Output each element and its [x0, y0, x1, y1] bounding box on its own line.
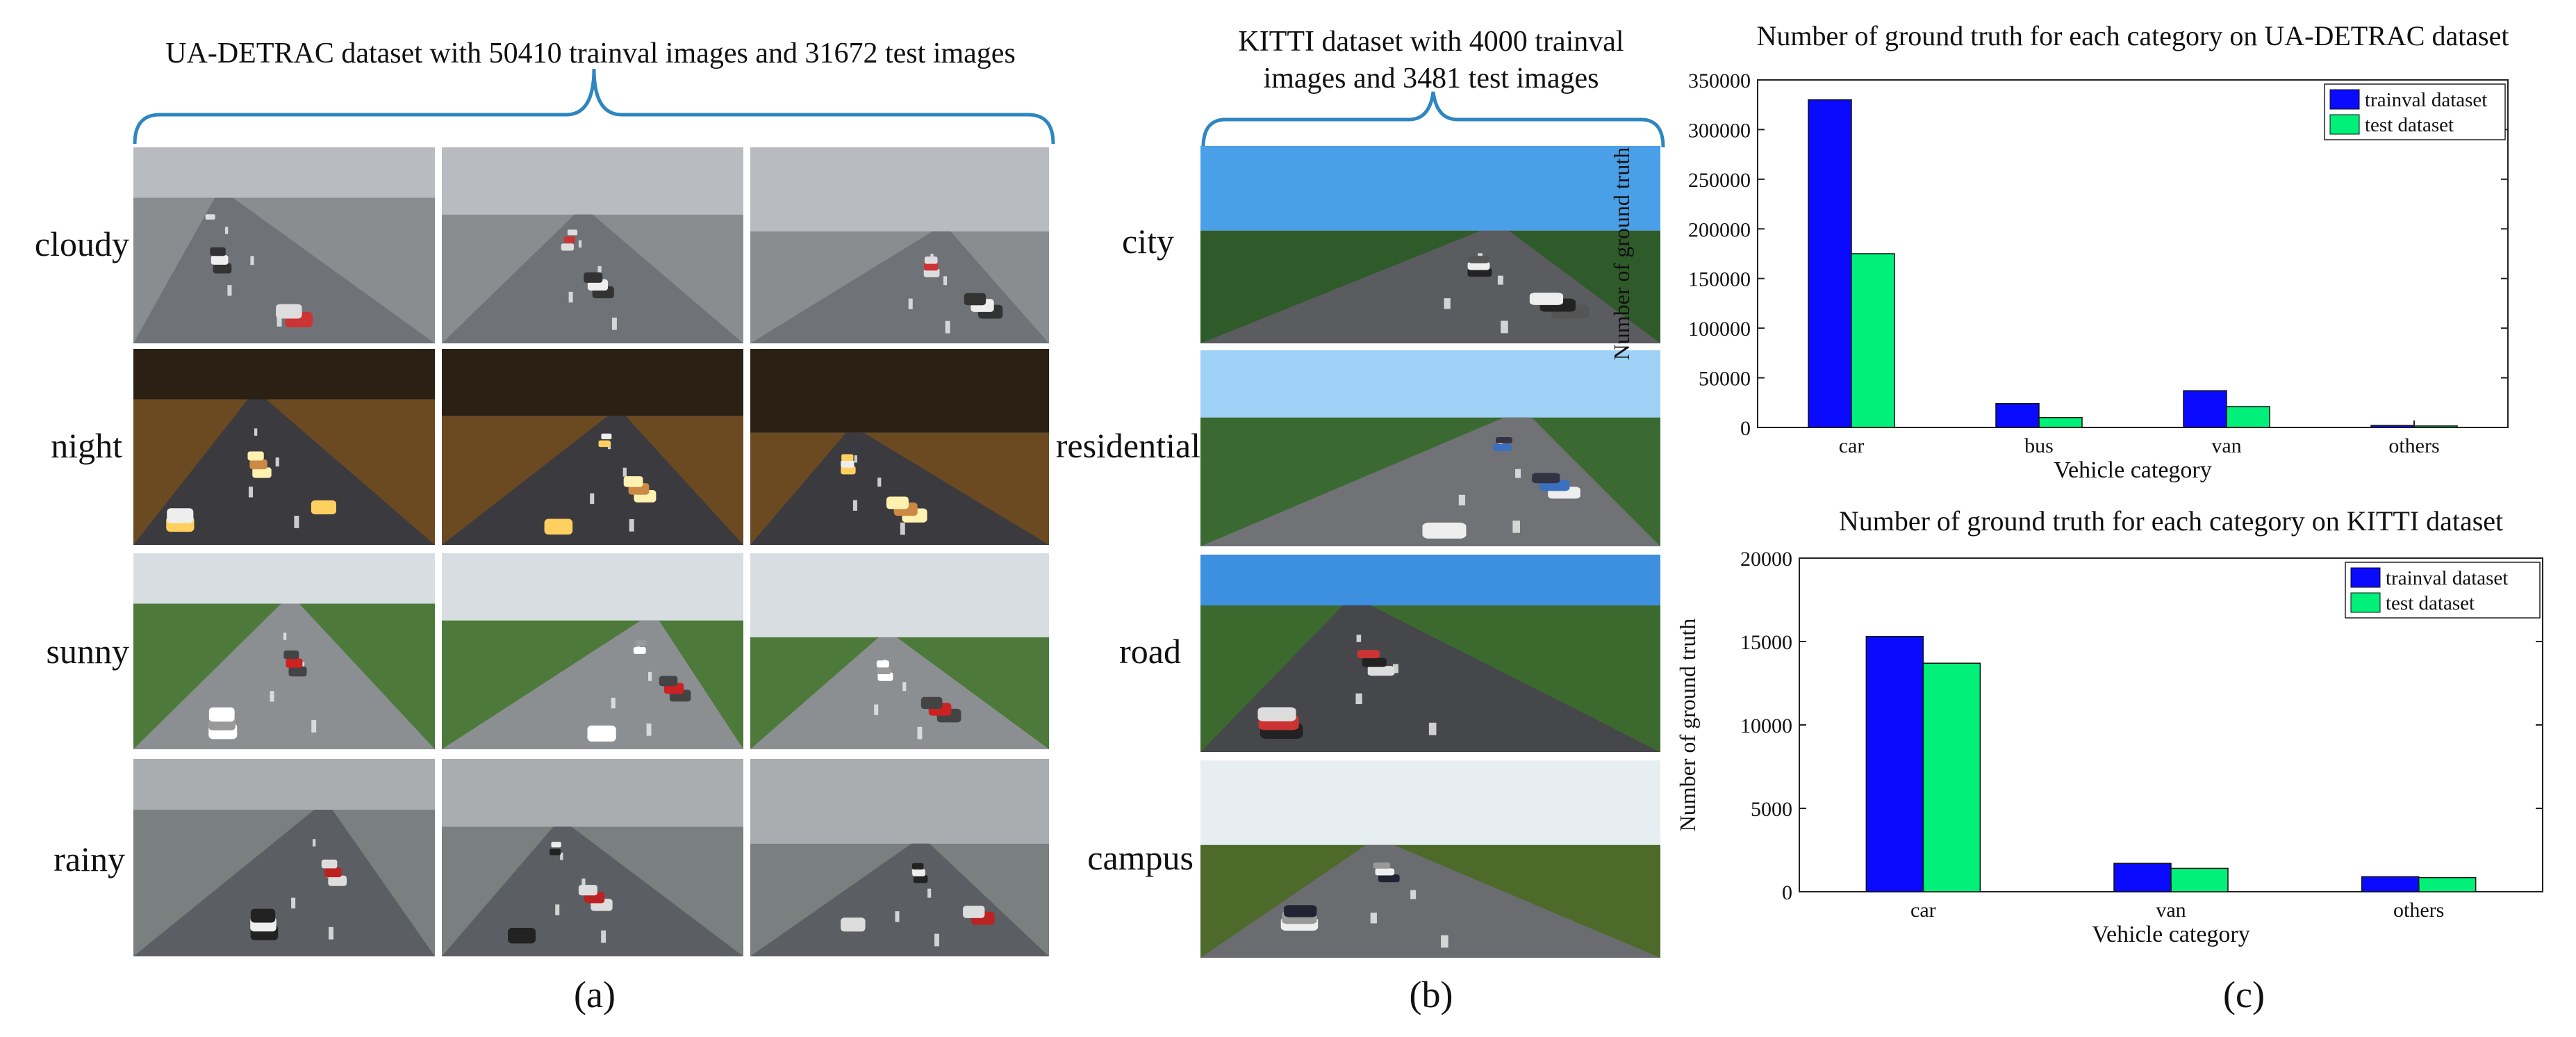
panel-a-title: UA-DETRAC dataset with 50410 trainval im…: [165, 38, 1016, 70]
row-label-night: night: [51, 426, 122, 465]
ua-detrac-bar-van-trainval: [2183, 390, 2227, 428]
ua-detrac-bar-bus-trainval: [1995, 402, 2040, 428]
kitti-ytick-label: 20000: [1740, 548, 1792, 571]
ua-detrac-xtick-label-others: others: [2388, 434, 2439, 457]
row-label-rainy: rainy: [53, 840, 125, 879]
photo-sunny-3: [750, 553, 1049, 749]
kitti-bar-others-test: [2418, 876, 2477, 892]
kitti-xlabel: Vehicle category: [2092, 922, 2250, 947]
ua-detrac-bar-bus-test: [2038, 416, 2083, 428]
photo-city: [1200, 146, 1660, 343]
ua-detrac-plot-frame: [1757, 79, 2509, 428]
panel-b-title-line2: images and 3481 test images: [1263, 63, 1599, 95]
ua-detrac-ytick-label: 0: [1740, 417, 1751, 440]
ua-detrac-bar-others-trainval: [2370, 425, 2415, 428]
row-label-campus: campus: [1087, 838, 1194, 877]
kitti-bar-car-test: [1922, 662, 1981, 892]
kitti-xtick-label-others: others: [2393, 899, 2444, 922]
kitti-ytick-label: 15000: [1740, 631, 1792, 654]
ua-detrac-ytick-label: 50000: [1699, 368, 1751, 391]
ua-detrac-xtick-label-car: car: [1839, 434, 1865, 457]
kitti-legend: [2345, 562, 2541, 619]
panel-a-caption: (a): [574, 974, 616, 1015]
row-label-sunny: sunny: [46, 632, 129, 671]
ua-detrac-legend-swatch-test: [2329, 114, 2360, 135]
panel-c-caption: (c): [2223, 974, 2265, 1015]
kitti-chart: Number of ground truth for each category…: [1675, 505, 2543, 947]
kitti-legend-swatch-trainval: [2350, 567, 2381, 588]
kitti-ylabel: Number of ground truth: [1675, 619, 1700, 832]
kitti-legend-label-test: test dataset: [2386, 592, 2475, 614]
photo-sunny-1: [133, 553, 435, 749]
ua-detrac-bar-others-test: [2413, 425, 2458, 428]
ua-detrac-ytick-label: 250000: [1688, 169, 1751, 192]
kitti-bar-others-trainval: [2361, 876, 2420, 892]
kitti-ytick-label: 5000: [1751, 798, 1792, 821]
kitti-bar-van-test: [2170, 867, 2229, 892]
row-label-city: city: [1122, 222, 1174, 261]
kitti-bar-van-trainval: [2113, 863, 2172, 892]
ua-detrac-ytick-label: 200000: [1688, 218, 1751, 241]
ua-detrac-legend-label-trainval: trainval dataset: [2365, 89, 2487, 111]
ua-detrac-legend-label-test: test dataset: [2365, 114, 2454, 136]
photo-campus: [1200, 760, 1660, 958]
ua-detrac-ytick-label: 300000: [1688, 119, 1751, 142]
ua-detrac-bar-car-trainval: [1808, 99, 1852, 428]
ua-detrac-chart: Number of ground truth for each category…: [1609, 20, 2509, 483]
row-label-cloudy: cloudy: [34, 224, 129, 263]
photo-rainy-2: [442, 759, 743, 956]
photo-night-3: [750, 349, 1049, 545]
photo-cloudy-1: [133, 147, 435, 343]
photo-road: [1200, 555, 1660, 752]
row-label-residential: residential: [1055, 426, 1200, 465]
kitti-xtick-label-car: car: [1910, 899, 1936, 922]
ua-detrac-xlabel: Vehicle category: [2054, 457, 2212, 483]
kitti-title: Number of ground truth for each category…: [1839, 505, 2503, 537]
panel-b-caption: (b): [1409, 974, 1453, 1015]
photo-sunny-2: [442, 553, 743, 749]
kitti-legend-label-trainval: trainval dataset: [2386, 567, 2508, 589]
panel-a-bracket: [133, 68, 1055, 145]
kitti-bar-car-trainval: [1865, 636, 1924, 892]
photo-cloudy-3: [750, 147, 1049, 343]
panel-b-bracket: [1201, 91, 1665, 148]
kitti-ytick-label: 10000: [1740, 715, 1792, 737]
kitti-legend-swatch-test: [2350, 592, 2381, 613]
ua-detrac-ytick-label: 100000: [1688, 318, 1751, 341]
photo-rainy-3: [750, 759, 1049, 956]
photo-residential: [1200, 350, 1660, 546]
ua-detrac-bar-car-test: [1851, 253, 1895, 428]
ua-detrac-xtick-label-bus: bus: [2024, 434, 2054, 457]
row-label-road: road: [1119, 632, 1181, 671]
photo-night-2: [442, 349, 743, 545]
ua-detrac-ytick-label: 350000: [1688, 70, 1751, 92]
photo-cloudy-2: [442, 147, 743, 343]
ua-detrac-xtick-label-van: van: [2211, 434, 2241, 457]
kitti-xtick-label-van: van: [2156, 899, 2186, 922]
ua-detrac-legend-swatch-trainval: [2329, 89, 2360, 110]
panel-b-title-line1: KITTI dataset with 4000 trainval: [1238, 26, 1624, 58]
ua-detrac-legend: [2324, 83, 2506, 140]
kitti-plot-frame: [1799, 557, 2543, 892]
kitti-ytick-label: 0: [1782, 881, 1792, 904]
photo-rainy-1: [133, 759, 435, 956]
ua-detrac-ytick-label: 150000: [1688, 268, 1751, 291]
ua-detrac-bar-van-test: [2226, 406, 2270, 428]
ua-detrac-title: Number of ground truth for each category…: [1756, 20, 2509, 51]
photo-night-1: [133, 349, 435, 545]
